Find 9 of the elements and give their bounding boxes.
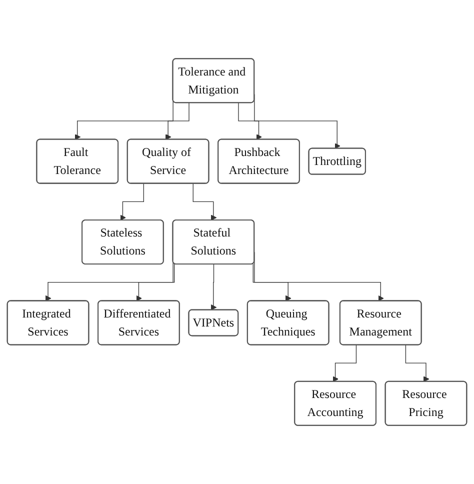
arrow bbox=[252, 263, 292, 302]
arrow bbox=[136, 263, 175, 302]
arrow bbox=[192, 183, 217, 221]
arrow bbox=[165, 102, 190, 140]
arrow bbox=[332, 344, 357, 382]
arrow bbox=[238, 102, 262, 140]
arrow bbox=[120, 183, 144, 221]
arrow bbox=[210, 264, 217, 310]
arrow bbox=[405, 344, 430, 382]
